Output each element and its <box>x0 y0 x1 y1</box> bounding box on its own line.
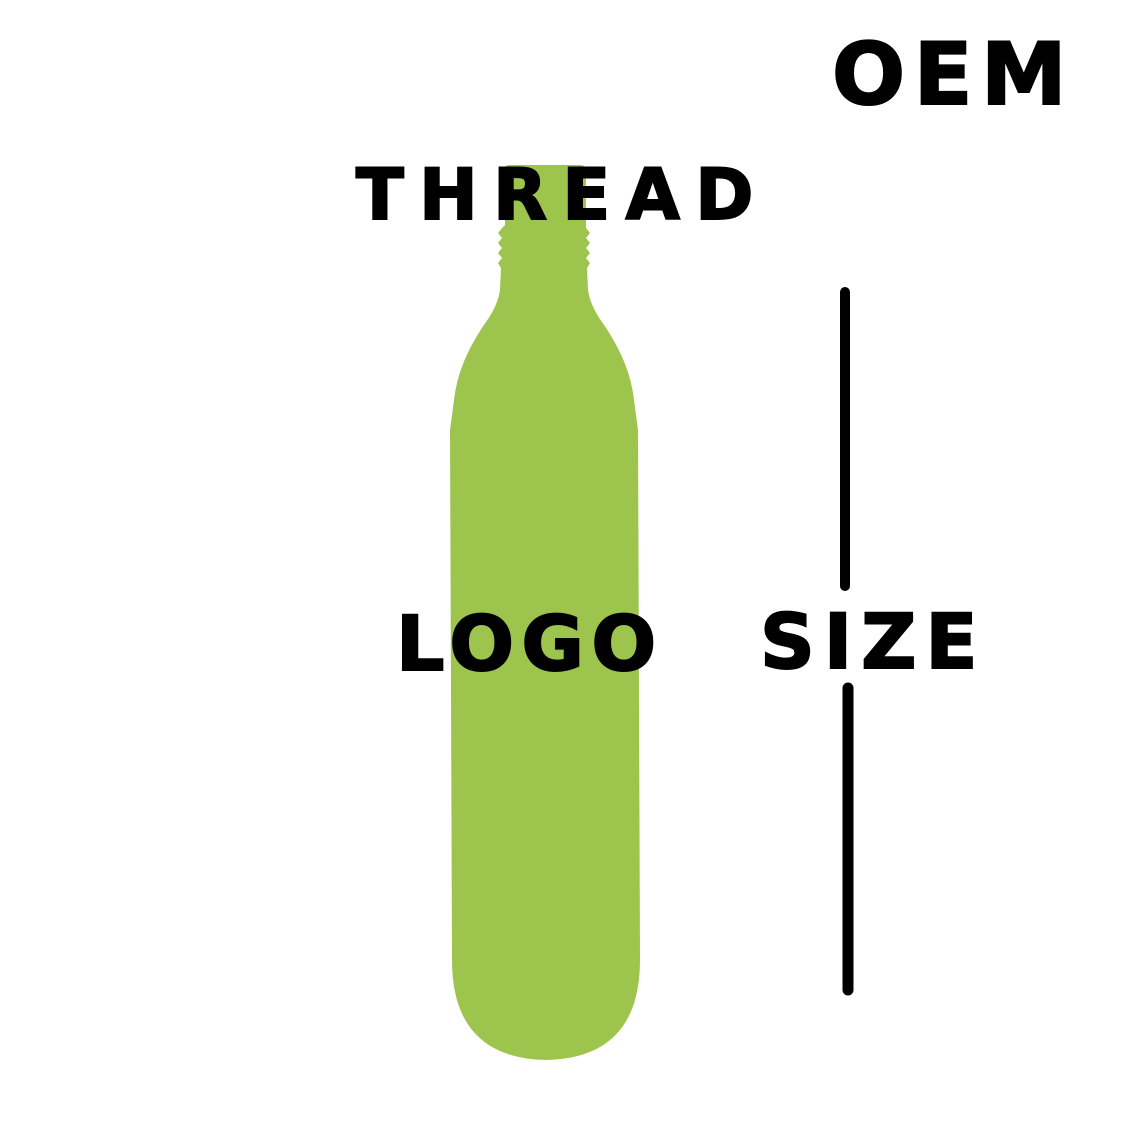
thread-label: THREAD <box>355 154 769 236</box>
logo-label: LOGO <box>395 599 664 688</box>
oem-label: OEM <box>831 25 1076 125</box>
bottle-silhouette <box>450 165 640 1060</box>
size-label: SIZE <box>759 597 987 686</box>
